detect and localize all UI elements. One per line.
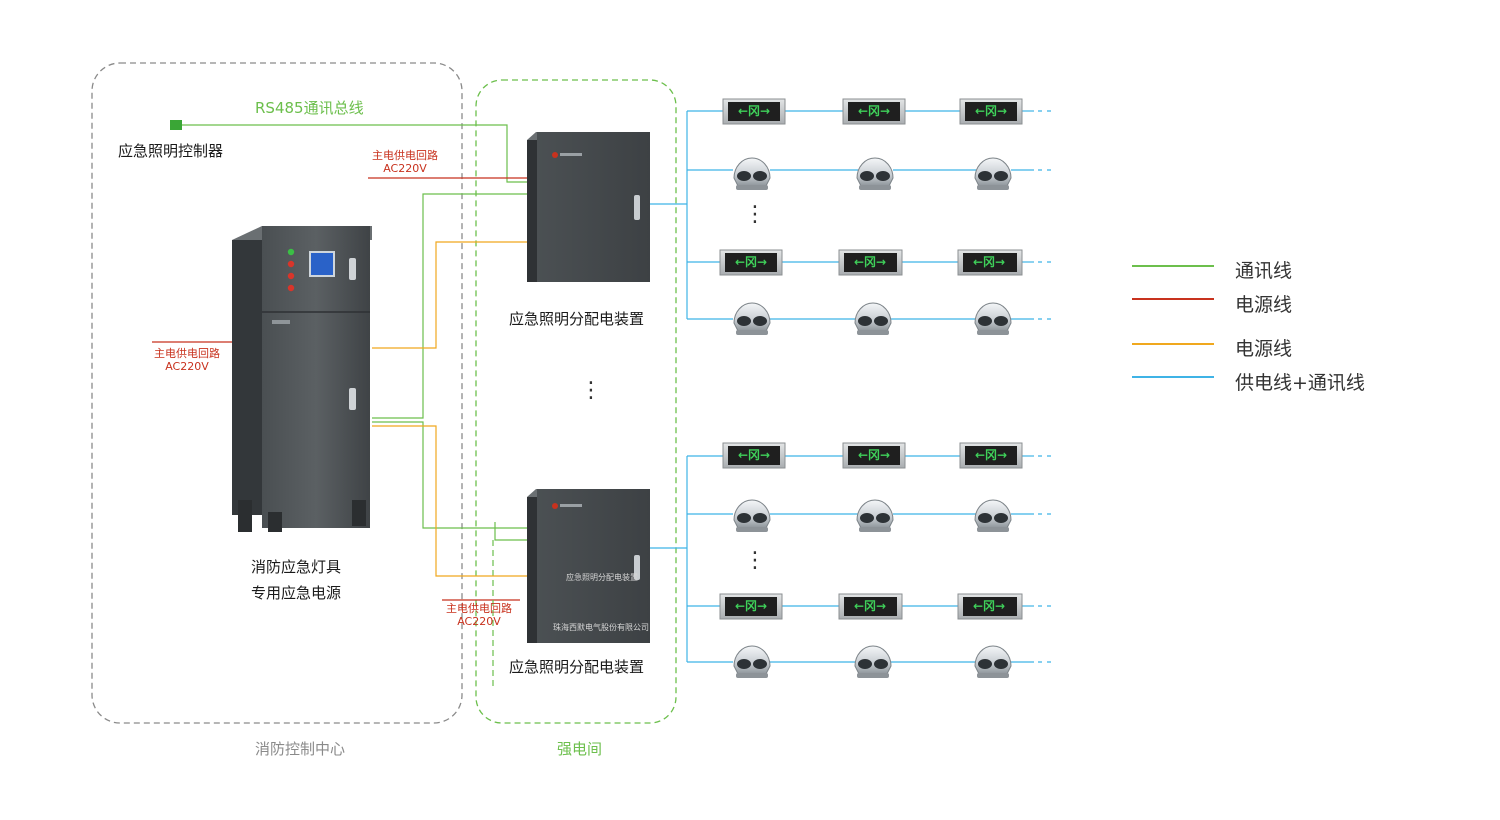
fire-control-center-zone: [91, 62, 463, 724]
output-trunk-lower: [650, 455, 733, 663]
ellipsis-lower: ⋮: [744, 548, 766, 573]
distribution-box-label-upper: 应急照明分配电装置: [509, 310, 645, 328]
output-trunk-upper: [650, 110, 733, 320]
box-panel-title: 应急照明分配电装置: [566, 573, 638, 582]
ellipsis-boxes: ⋮: [580, 378, 602, 403]
exit-sign-glyph: ←冈→: [737, 448, 771, 462]
mains-label-line2: AC220V: [383, 162, 427, 175]
exit-sign-glyph: ←冈→: [737, 104, 771, 118]
exit-sign-glyph: ←冈→: [734, 255, 768, 269]
exit-sign-panels: [725, 102, 1017, 616]
exit-sign-glyph: ←冈→: [857, 448, 891, 462]
mains-label-line1: 主电供电回路: [372, 149, 438, 162]
box-panel-maker: 珠海西默电气股份有限公司: [553, 623, 649, 632]
controller-label: 应急照明控制器: [118, 142, 224, 160]
electrical-room-zone: [475, 79, 677, 724]
electrical-room-label: 强电间: [557, 740, 603, 758]
legend-label-power: 电源线: [1235, 338, 1293, 360]
mains-label-upper: 主电供电回路 AC220V: [372, 149, 438, 175]
exit-sign-glyph: ←冈→: [734, 599, 768, 613]
emergency-power-cabinet: [232, 226, 372, 532]
branch-lines: [770, 110, 1052, 663]
distribution-box-upper: [527, 132, 650, 282]
mains-lines: [152, 177, 527, 601]
exit-sign-glyph: ←冈→: [972, 599, 1006, 613]
exit-sign-glyph: ←冈→: [857, 104, 891, 118]
rs485-bus-label: RS485通讯总线: [255, 99, 364, 117]
ellipsis-upper: ⋮: [744, 202, 766, 227]
power-lines: [372, 241, 527, 577]
exit-sign-glyph: ←冈→: [853, 599, 887, 613]
controller-node: [170, 120, 182, 130]
mains-label-line2: AC220V: [165, 360, 209, 373]
distribution-box-label-lower: 应急照明分配电装置: [509, 658, 645, 676]
legend-label-supply-comm: 供电线+通讯线: [1235, 372, 1365, 394]
mains-label-lower: 主电供电回路 AC220V: [446, 602, 512, 628]
power-supply-label-line1: 消防应急灯具: [251, 558, 342, 576]
mains-label-line1: 主电供电回路: [446, 602, 512, 615]
dome-lights: [733, 157, 1012, 678]
exit-sign-glyph: ←冈→: [853, 255, 887, 269]
legend-label-mains: 电源线: [1235, 294, 1293, 316]
rs485-bus: [180, 124, 527, 183]
mains-label-line2: AC220V: [457, 615, 501, 628]
power-supply-label-line2: 专用应急电源: [251, 584, 342, 602]
distribution-box-lower: [527, 489, 650, 643]
legend-swatches: [1132, 265, 1214, 378]
fire-control-center-label: 消防控制中心: [255, 740, 346, 758]
power-supply-label: 消防应急灯具 专用应急电源: [251, 554, 341, 606]
exit-sign-glyph: ←冈→: [972, 255, 1006, 269]
exit-sign-glyph: ←冈→: [974, 448, 1008, 462]
mains-label-line1: 主电供电回路: [154, 347, 220, 360]
mains-label-left: 主电供电回路 AC220V: [154, 347, 220, 373]
exit-sign-glyph: ←冈→: [974, 104, 1008, 118]
comm-lines: [372, 193, 527, 690]
legend-label-comm: 通讯线: [1235, 260, 1293, 282]
